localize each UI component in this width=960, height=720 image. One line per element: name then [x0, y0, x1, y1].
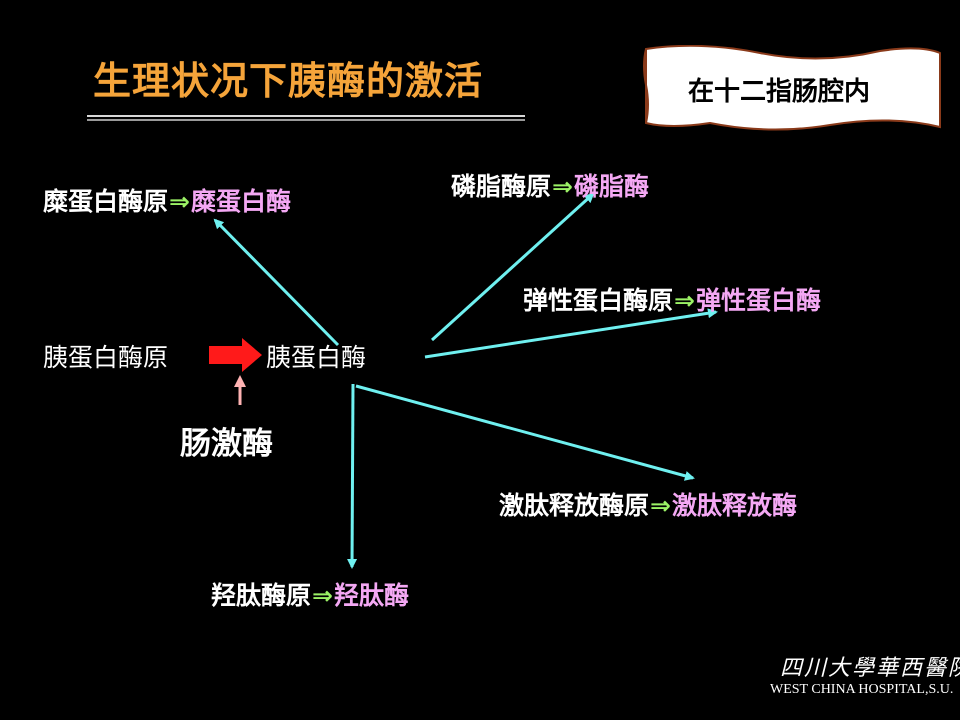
- arrow-to-kallikrein: [355, 384, 695, 481]
- double-arrow-icon: ⇒: [169, 187, 190, 216]
- logo-english-name: WEST CHINA HOSPITAL,S.U.: [770, 682, 954, 697]
- arrow-from-trypsin-down: [347, 383, 358, 569]
- hospital-logo: 四川大學華西醫院 WEST CHINA HOSPITAL,S.U.: [770, 650, 960, 700]
- slide-title: 生理状况下胰酶的激活: [93, 59, 484, 103]
- title-underline-shadow: [87, 119, 525, 121]
- reaction-kallikrein: 激肽释放酶原⇒激肽释放酶: [499, 486, 797, 522]
- double-arrow-icon: ⇒: [674, 286, 695, 315]
- arrow-to-phospholipase: [430, 192, 595, 342]
- double-arrow-icon: ⇒: [552, 172, 573, 201]
- phospholipase-label: 磷脂酶: [573, 172, 649, 201]
- enterokinase-label: 肠激酶: [180, 426, 273, 462]
- carboxypeptidase-label: 羟肽酶: [333, 581, 409, 610]
- reaction-carboxypeptidase: 羟肽酶原⇒羟肽酶: [211, 576, 409, 612]
- proelastase-label: 弹性蛋白酶原: [523, 286, 674, 315]
- location-scroll-box: 在十二指肠腔内: [640, 45, 942, 131]
- reaction-elastase: 弹性蛋白酶原⇒弹性蛋白酶: [523, 281, 821, 317]
- location-note: 在十二指肠腔内: [688, 77, 871, 107]
- procarboxypeptidase-label: 羟肽酶原: [211, 581, 312, 610]
- kallikrein-label: 激肽释放酶: [671, 491, 797, 520]
- logo-chinese-name: 四川大學華西醫院: [780, 656, 960, 681]
- prokallikrein-label: 激肽释放酶原: [499, 491, 650, 520]
- elastase-label: 弹性蛋白酶: [695, 286, 821, 315]
- double-arrow-icon: ⇒: [312, 581, 333, 610]
- reaction-chymotrypsin: 糜蛋白酶原⇒糜蛋白酶: [43, 182, 291, 218]
- activation-arrow: [209, 338, 262, 372]
- arrow-to-elastase: [424, 308, 718, 359]
- arrow-to-chymotrypsin: [213, 218, 340, 347]
- trypsinogen-label: 胰蛋白酶原: [43, 343, 169, 372]
- chymotrypsinogen-label: 糜蛋白酶原: [43, 187, 169, 216]
- double-arrow-icon: ⇒: [650, 491, 671, 520]
- reaction-phospholipase: 磷脂酶原⇒磷脂酶: [451, 167, 649, 203]
- scroll-shape: [643, 45, 941, 131]
- chymotrypsin-label: 糜蛋白酶: [190, 187, 291, 216]
- prophospholipase-label: 磷脂酶原: [451, 172, 552, 201]
- title-underline: [87, 115, 525, 117]
- trypsin-label: 胰蛋白酶: [266, 343, 367, 372]
